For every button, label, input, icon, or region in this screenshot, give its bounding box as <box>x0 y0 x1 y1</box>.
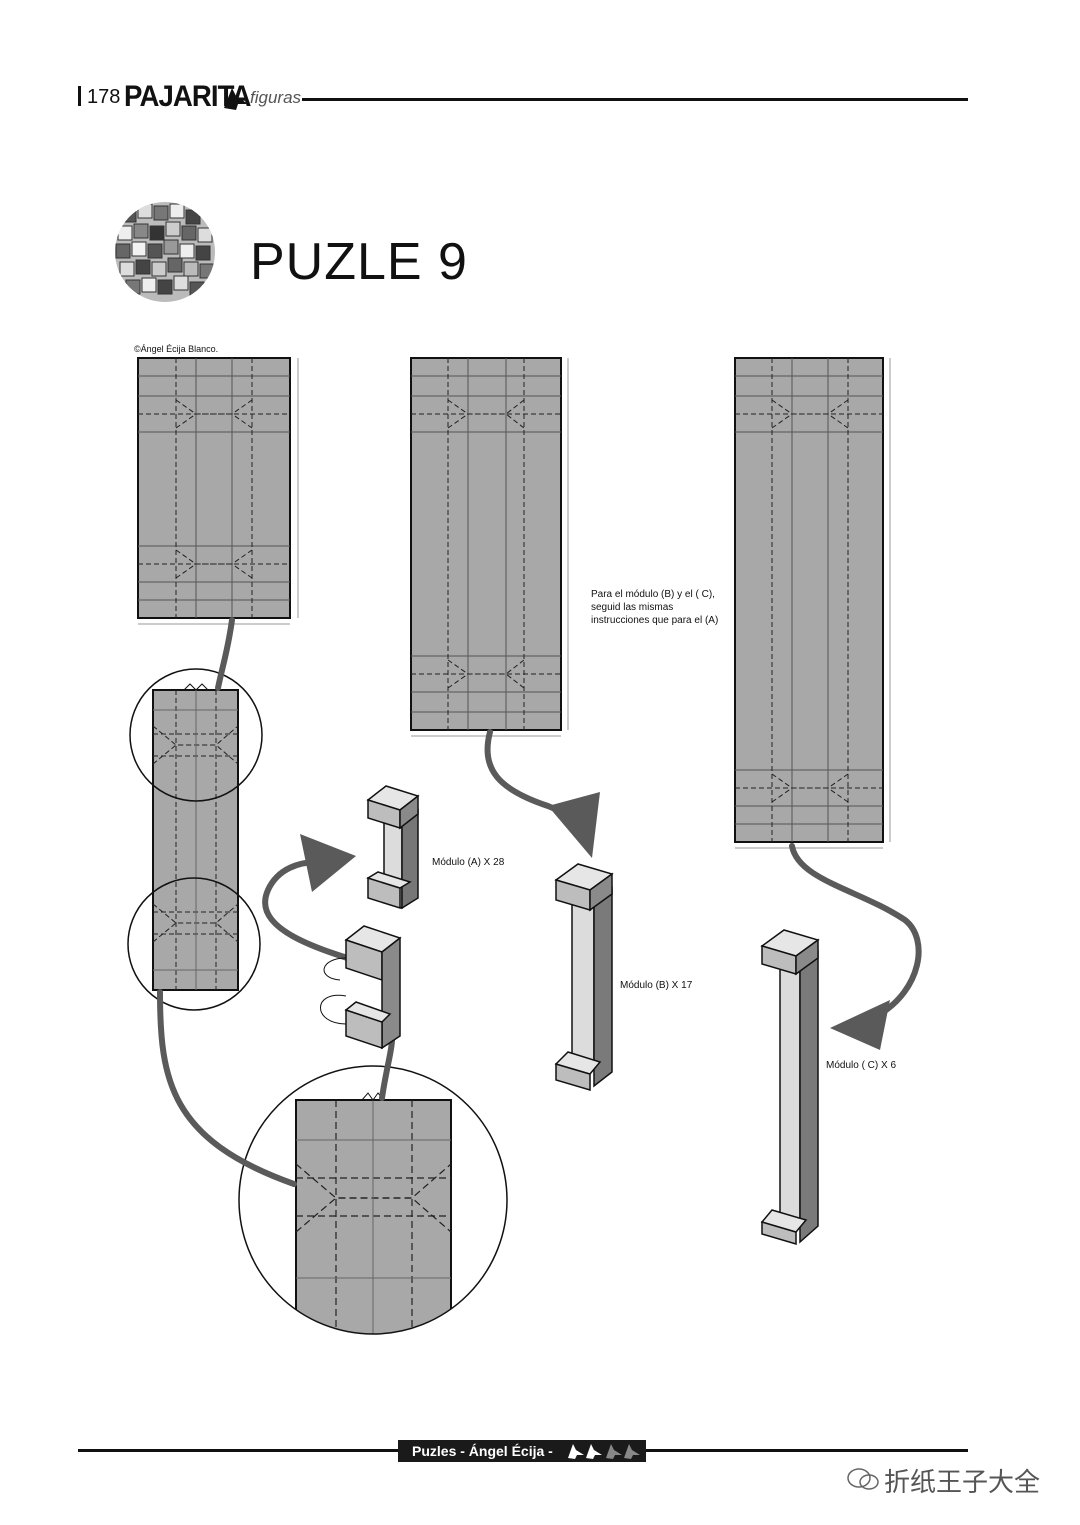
chat-bubble-icon <box>847 1468 879 1490</box>
page-title: PUZLE 9 <box>250 233 468 291</box>
author-credit: ©Ángel Écija Blanco. <box>134 344 219 354</box>
module-b-label: Módulo (B) X 17 <box>620 980 693 991</box>
module-a-step <box>320 925 402 1050</box>
module-a-label: Módulo (A) X 28 <box>432 857 505 868</box>
crease-pattern-c <box>734 357 891 849</box>
folded-strip <box>127 668 263 1011</box>
section-label: figuras <box>250 88 302 107</box>
module-a <box>366 785 420 910</box>
bird-logos-icon <box>568 1444 640 1459</box>
module-b <box>554 863 614 1092</box>
zoom-detail <box>238 1065 508 1335</box>
footer-banner: Puzles - Ángel Écija - <box>398 1440 646 1462</box>
puzzle-cube-image <box>115 202 215 302</box>
page-number: 178 <box>78 86 120 109</box>
instruction-note: Para el módulo (B) y el ( C), seguid las… <box>591 589 719 626</box>
header-rule <box>302 98 968 101</box>
crease-pattern-a <box>137 357 299 625</box>
watermark-text: 折纸王子大全 <box>884 1468 1041 1498</box>
arrowheads <box>300 792 890 1050</box>
crease-pattern-b <box>410 357 569 737</box>
module-c <box>760 929 820 1246</box>
bird-logo-icon <box>224 88 248 110</box>
module-c-label: Módulo ( C) X 6 <box>826 1060 897 1071</box>
